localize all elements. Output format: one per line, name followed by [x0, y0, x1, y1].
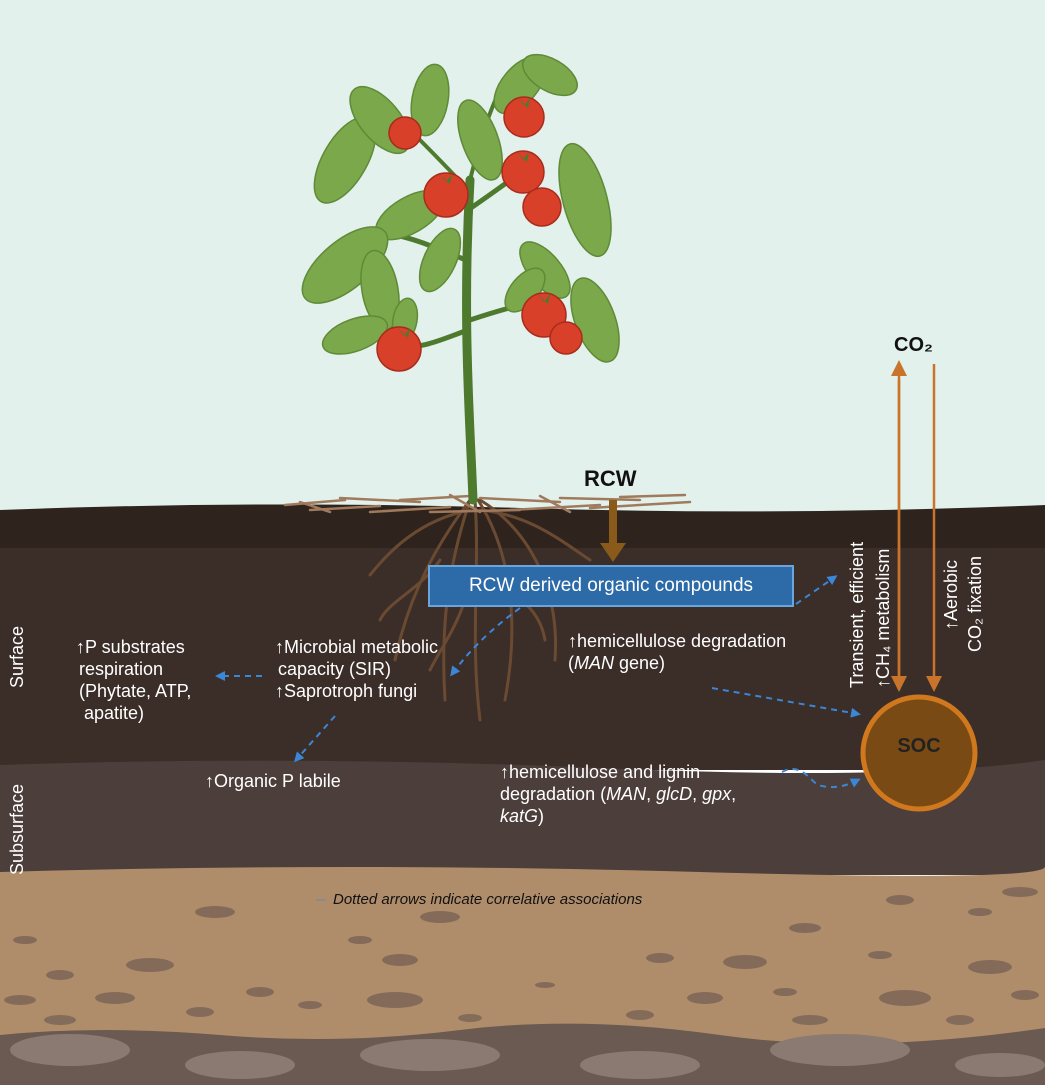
legend-note: Dotted arrows indicate correlative assoc… — [333, 891, 643, 908]
rcw-label: RCW — [584, 466, 637, 491]
arrow-hemi-to-soc — [711, 687, 861, 718]
rcw-compounds-box: RCW derived organic compounds — [428, 565, 794, 607]
organic-p-label: ↑Organic P labile — [205, 771, 341, 791]
microbial-text: ↑Microbial metabolic capacity (SIR) ↑Sap… — [275, 636, 438, 702]
subsurface-label: Subsurface — [7, 783, 27, 875]
hl-line2: degradation (MAN, glcD, gpx, — [500, 783, 736, 805]
hemi-line1: ↑hemicellulose degradation — [568, 631, 787, 651]
bedrock-layer — [0, 866, 1045, 1085]
surface-label: Surface — [7, 625, 27, 688]
hl-line3: katG) — [500, 805, 736, 827]
p-substrates-line4: apatite) — [84, 703, 145, 723]
gene-katg: katG — [500, 806, 539, 826]
co2-label: CO₂ — [894, 334, 933, 356]
gene-gpx: gpx — [702, 784, 732, 804]
arrow-saprotroph-to-organic-p — [294, 715, 336, 763]
aerobic-label-2: CO₂ fixation — [965, 555, 985, 652]
arrow-box-to-ch4 — [795, 575, 838, 605]
hemi-line2: (MAN gene) — [568, 652, 786, 674]
hl-prefix: degradation ( — [500, 784, 607, 804]
rcw-down-arrowhead — [600, 543, 626, 562]
soc-label: SOC — [897, 735, 941, 757]
ch4-label: ↑CH₄ metabolism — [873, 548, 893, 688]
microbial-line1: ↑Microbial metabolic — [275, 637, 439, 657]
hemi-lignin-text: ↑hemicellulose and lignin degradation (M… — [500, 761, 736, 827]
microbial-line2: capacity (SIR) — [278, 659, 392, 679]
gene-man: MAN — [606, 784, 647, 804]
bedrock-band — [0, 1023, 1045, 1085]
p-substrates-line3: (Phytate, ATP, — [79, 681, 192, 701]
soil-subsurface-layer — [0, 760, 1045, 875]
saprotroph-line: ↑Saprotroph fungi — [275, 681, 418, 701]
hl-sep2: , — [692, 784, 703, 804]
hemi-gene-suffix: gene) — [614, 653, 666, 673]
rcw-mulch — [283, 493, 692, 514]
soil-top-layer — [0, 504, 1045, 560]
transient-label: Transient, efficient — [847, 541, 867, 688]
pebbles — [4, 887, 1039, 1025]
p-substrates-line2: respiration — [79, 659, 164, 679]
dotted-arrows — [215, 575, 861, 789]
soc-circle — [860, 694, 978, 812]
hemi-gene-man: MAN — [574, 653, 614, 673]
hl-line1: ↑hemicellulose and lignin — [500, 762, 701, 782]
aerobic-label-1: ↑Aerobic — [941, 559, 961, 630]
p-substrates-text: ↑P substrates respiration (Phytate, ATP,… — [76, 636, 191, 724]
hl-close: ) — [538, 806, 545, 826]
gene-glcd: glcD — [656, 784, 693, 804]
p-substrates-line1: ↑P substrates — [76, 637, 185, 657]
hemicellulose-text: ↑hemicellulose degradation (MAN gene) — [568, 630, 786, 674]
hemi-paren-open: ( — [568, 653, 574, 673]
arrow-lignin-to-soc — [781, 768, 861, 789]
tomatoes — [376, 96, 583, 372]
hl-sep1: , — [646, 784, 657, 804]
hl-sep3: , — [731, 784, 737, 804]
roots — [368, 498, 592, 722]
